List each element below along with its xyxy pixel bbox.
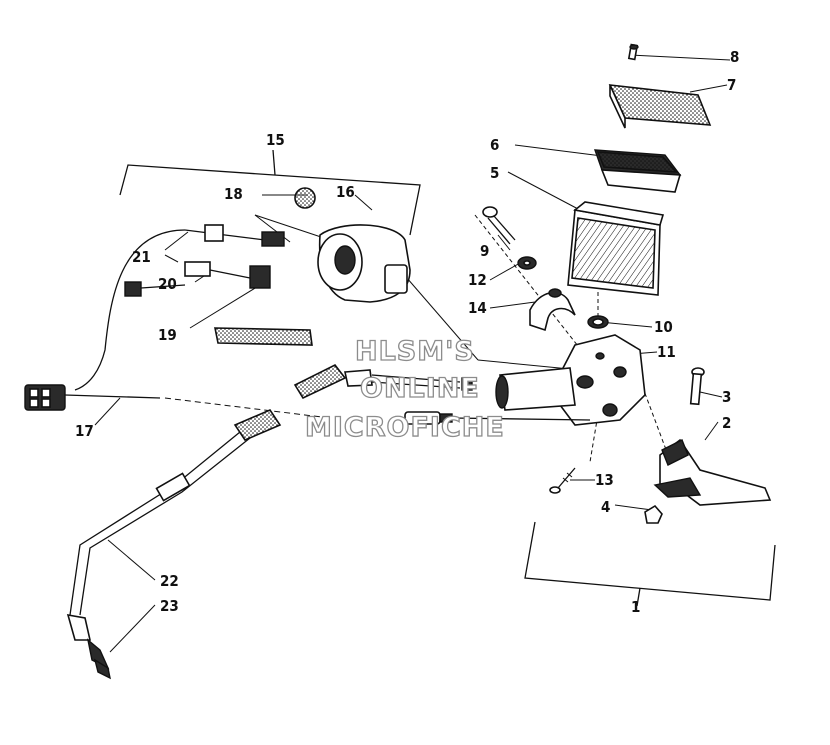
switch-wiring xyxy=(74,224,313,391)
callout-10: 10 xyxy=(654,318,673,336)
callout-22: 22 xyxy=(160,572,179,590)
callout-17: 17 xyxy=(75,422,94,440)
callout-14: 14 xyxy=(468,299,487,317)
callout-18: 18 xyxy=(224,185,243,203)
brake-line-22 xyxy=(66,409,282,641)
callout-9: 9 xyxy=(480,242,489,260)
cover-screw-8 xyxy=(627,43,639,61)
connector-17 xyxy=(24,384,161,411)
pivot-bolt-3 xyxy=(689,367,705,406)
master-cylinder-11 xyxy=(495,334,646,426)
washer-12 xyxy=(517,256,537,270)
reservoir-cover-7 xyxy=(608,84,712,129)
brake-lever-2 xyxy=(653,438,772,506)
bolt-9 xyxy=(482,206,516,245)
clamp-14 xyxy=(529,288,576,332)
callout-2: 2 xyxy=(722,414,731,432)
o-ring-10 xyxy=(587,315,609,329)
callout-7: 7 xyxy=(727,76,736,94)
callout-15: 15 xyxy=(266,131,285,149)
callout-labels: 1 2 3 4 5 6 7 8 9 10 11 12 13 14 15 16 1… xyxy=(75,48,739,616)
nut-4 xyxy=(644,504,663,524)
watermark-line-3: MICROFICHE xyxy=(305,412,505,443)
brake-reservoir-5 xyxy=(567,201,665,296)
callout-1: 1 xyxy=(631,598,640,616)
watermark-line-2: ONLINE xyxy=(360,373,480,404)
callout-11: 11 xyxy=(657,343,676,361)
diaphragm-6 xyxy=(593,149,682,193)
cable-assembly xyxy=(293,363,473,400)
callout-20: 20 xyxy=(158,275,177,293)
callout-3: 3 xyxy=(722,388,731,406)
callout-8: 8 xyxy=(730,48,739,66)
callout-16: 16 xyxy=(336,183,355,201)
callout-6: 6 xyxy=(490,136,499,154)
knob-18 xyxy=(294,187,316,209)
callout-12: 12 xyxy=(468,271,487,289)
switch-housing-16 xyxy=(317,224,411,303)
watermark-line-1: HLSM'S xyxy=(355,336,475,367)
callout-4: 4 xyxy=(601,498,610,516)
assembly-bracket-15 xyxy=(119,149,421,236)
assembly-bracket-1 xyxy=(524,521,776,607)
screw-13 xyxy=(549,467,576,494)
callout-23: 23 xyxy=(160,597,179,615)
banjo-fitting-23 xyxy=(86,638,111,680)
watermark: HLSM'S ONLINE MICROFICHE xyxy=(304,335,505,443)
callout-21: 21 xyxy=(132,248,151,266)
callout-5: 5 xyxy=(490,164,499,182)
callout-13: 13 xyxy=(595,471,614,489)
brake-switch-lead xyxy=(404,411,591,425)
callout-19: 19 xyxy=(158,326,177,344)
